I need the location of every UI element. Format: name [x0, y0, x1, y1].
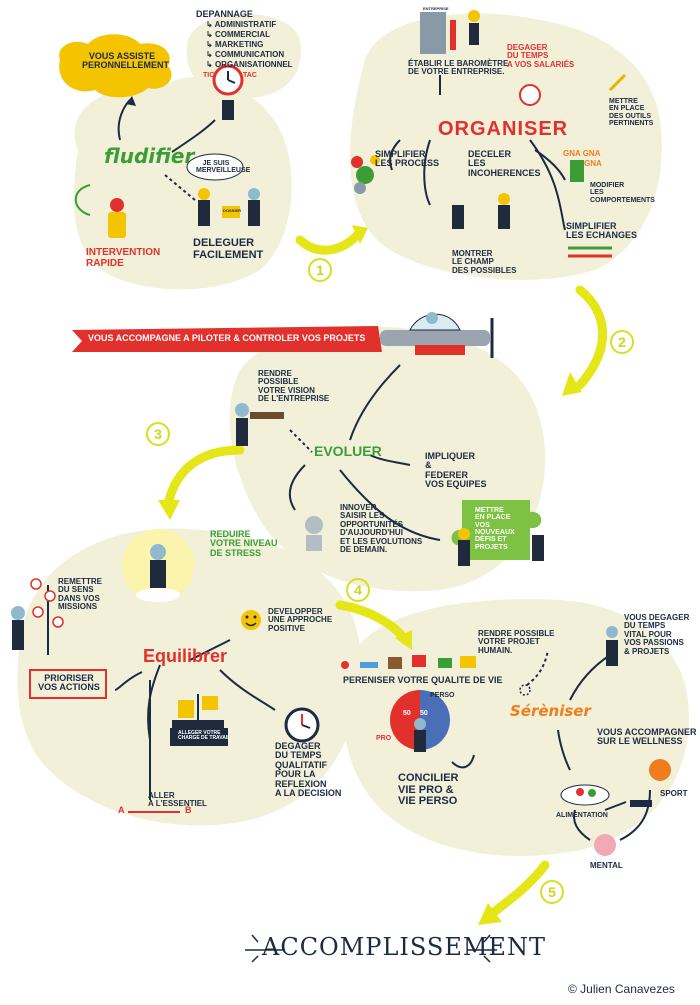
deceler-incoherences: DECELER LES INCOHERENCES — [468, 149, 541, 178]
point-b: B — [185, 805, 192, 815]
perenniser-qualite-vie: PERENISER VOTRE QUALITE DE VIE — [343, 675, 503, 685]
speech-bubble-text: JE SUIS MERVEILLEUSE — [196, 160, 251, 175]
approche-positive: DEVELOPPER UNE APPROCHE POSITIVE — [268, 607, 333, 633]
prioriser-actions: PRIORISER VOS ACTIONS — [38, 673, 100, 693]
step-number-1: 1 — [308, 258, 332, 282]
copyright-credit: © Julien Canavezes — [568, 982, 675, 996]
concilier-vie-pro-perso: CONCILIER VIE PRO & VIE PERSO — [398, 772, 459, 808]
label-alimentation: ALIMENTATION — [556, 812, 608, 819]
keyword-evoluer: EVOLUER — [314, 443, 382, 459]
services-title: DEPANNAGE — [196, 9, 253, 19]
arrow-5-to-final — [485, 860, 550, 920]
label-pro: PRO — [376, 735, 392, 742]
final-accomplissement: ACCOMPLISSEMENT — [262, 933, 546, 961]
projet-humain: RENDRE POSSIBLE VOTRE PROJET HUMAIN. — [478, 629, 555, 655]
service-item-5: ↳ ORGANISATIONNEL — [206, 60, 293, 69]
reduire-stress: REDUIRE VOTRE NIVEAU DE STRESS — [210, 529, 278, 558]
accompagner-wellness: VOUS ACCOMPAGNER SUR LE WELLNESS — [597, 727, 697, 747]
service-item-2: ↳ COMMERCIAL — [206, 30, 271, 39]
simplifier-process: SIMPLIFIER LES PROCESS — [375, 149, 440, 169]
deleguer-facilement: DELEGUER FACILEMENT — [193, 237, 264, 261]
step-number-4: 4 — [346, 578, 370, 602]
alleger-charge: ALLEGER VOTRE CHARGE DE TRAVAIL — [178, 730, 231, 742]
puzzle-piece — [451, 500, 542, 560]
simplifier-echanges: SIMPLIFIER LES ECHANGES — [566, 221, 638, 241]
arrow-3-to-4 — [163, 445, 245, 510]
impliquer-federer: IMPLIQUER & FEDERER VOS EQUIPES — [425, 451, 487, 490]
point-a: A — [118, 805, 125, 815]
step-number-5: 5 — [540, 880, 564, 904]
step-number-3: 3 — [146, 422, 170, 446]
label-mental: MENTAL — [590, 861, 623, 870]
dossier-label: DOSSIER — [223, 208, 242, 213]
keyword-equilibrer: Equilibrer — [143, 646, 228, 666]
banner-text: VOUS ACCOMPAGNE A PILOTER & CONTROLER VO… — [88, 333, 366, 343]
service-item-3: ↳ MARKETING — [206, 40, 264, 49]
blob-section-4 — [17, 528, 361, 826]
clock-tac: TAC — [243, 72, 257, 79]
arrow-2-to-3 — [575, 285, 607, 390]
label-perso: PERSO — [430, 692, 455, 699]
label-sport: SPORT — [660, 789, 688, 798]
modifier-comportements: MODIFIER LES COMPORTEMENTS — [590, 182, 655, 204]
keyword-organiser: ORGANISER — [438, 118, 569, 140]
intervention-rapide: INTERVENTION RAPIDE — [86, 247, 161, 269]
fifty-perso: 50 — [420, 710, 428, 717]
cloud-shape — [59, 34, 172, 98]
blob-section-1 — [73, 77, 292, 290]
clock-tic: TIC — [203, 72, 215, 79]
step-number-2: 2 — [610, 330, 634, 354]
rendre-possible-vision: RENDRE POSSIBLE VOTRE VISION DE L'ENTREP… — [258, 369, 330, 404]
remettre-sens: REMETTRE DU SENS DANS VOS MISSIONS — [58, 577, 102, 612]
aller-essentiel: ALLER A L'ESSENTIEL — [148, 791, 207, 809]
montrer-champ-possibles: MONTRER LE CHAMP DES POSSIBLES — [452, 249, 517, 275]
banner-shape — [72, 326, 382, 352]
outils-pertinents: METTRE EN PLACE DES OUTILS PERTINENTS — [609, 98, 654, 128]
keyword-fludifier: fludifier — [104, 144, 195, 168]
barometre-text: ÉTABLIR LE BAROMÈTRE DE VOTRE ENTREPRISE… — [408, 59, 509, 77]
service-item-1: ↳ ADMINISTRATIF — [206, 20, 277, 29]
fifty-pro: 50 — [403, 710, 411, 717]
blob-section-2 — [350, 13, 662, 280]
arrow-1-to-2 — [295, 227, 365, 255]
degager-temps-qualitatif: DEGAGER DU TEMPS QUALITATIF POUR LA REFL… — [275, 741, 342, 799]
building-label: ENTREPRISE — [423, 6, 449, 11]
cloud-text: VOUS ASSISTE PERONNELLEMENT — [82, 51, 170, 71]
gna-echo: GNA — [584, 159, 602, 168]
keyword-sereniser: Sérèniser — [510, 702, 591, 720]
temps-vital-passions: VOUS DEGAGER DU TEMPS VITAL POUR VOS PAS… — [624, 613, 690, 656]
innover-opportunites: INNOVER SAISIR LES OPPORTUNITÉS D'AUJOUR… — [340, 503, 423, 554]
service-item-4: ↳ COMMUNICATION — [206, 50, 285, 59]
degager-temps-salaries: DEGAGER DU TEMPS A VOS SALARIÉS — [507, 43, 575, 69]
gna-gna: GNA GNA — [563, 149, 601, 158]
puzzle-text: METTRE EN PLACE VOS NOUVEAUX DÉFIS ET PR… — [475, 507, 515, 551]
